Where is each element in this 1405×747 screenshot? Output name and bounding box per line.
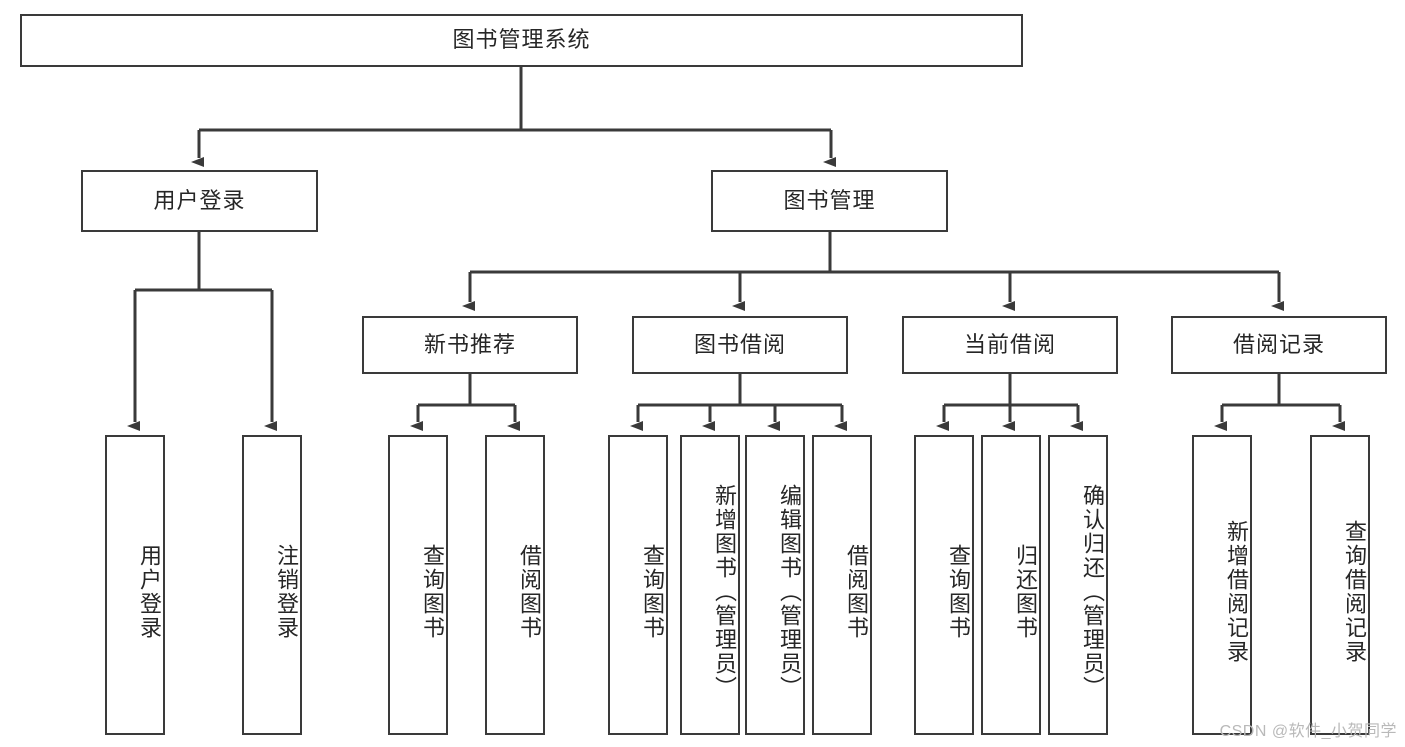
node-label: 图书借阅 [693,331,786,357]
node-book-management[interactable]: 图书管理 [711,170,948,232]
node-label: 借阅图书 [844,544,869,640]
node-user-login[interactable]: 用户登录 [81,170,318,232]
node-root-system[interactable]: 图书管理系统 [20,14,1023,67]
leaf-recommend-borrow-book[interactable]: 借阅图书 [485,435,545,735]
node-label: 新书推荐 [423,331,516,357]
node-label: 当前借阅 [963,331,1056,357]
node-label: 归还图书 [1013,544,1038,640]
node-label: 用户登录 [153,187,246,213]
node-label: 查询借阅记录 [1342,520,1367,664]
leaf-current-query-book[interactable]: 查询图书 [914,435,974,735]
node-current-borrow[interactable]: 当前借阅 [902,316,1118,374]
node-label: 借阅图书 [517,544,542,640]
node-label: 图书管理系统 [452,27,591,53]
node-label: 注销登录 [274,544,299,640]
node-label: 查询图书 [420,544,445,640]
csdn-watermark: CSDN @软件_小贺同学 [1219,723,1397,740]
node-label: 查询图书 [946,544,971,640]
node-label: 用户登录 [137,544,162,640]
node-label: 借阅记录 [1232,331,1325,357]
leaf-borrow-borrow-book[interactable]: 借阅图书 [812,435,872,735]
node-label: 确认归还（管理员） [1080,484,1105,700]
leaf-record-query-record[interactable]: 查询借阅记录 [1310,435,1370,735]
node-label: 查询图书 [640,544,665,640]
leaf-recommend-query-book[interactable]: 查询图书 [388,435,448,735]
node-label: 图书管理 [783,187,876,213]
leaf-record-add-record[interactable]: 新增借阅记录 [1192,435,1252,735]
node-book-borrow[interactable]: 图书借阅 [632,316,848,374]
node-label: 新增图书（管理员） [712,484,737,700]
leaf-user-login-login[interactable]: 用户登录 [105,435,165,735]
leaf-user-login-logout[interactable]: 注销登录 [242,435,302,735]
leaf-borrow-edit-book-admin[interactable]: 编辑图书（管理员） [745,435,805,735]
leaf-current-return-book[interactable]: 归还图书 [981,435,1041,735]
node-new-book-recommend[interactable]: 新书推荐 [362,316,578,374]
leaf-current-confirm-return-admin[interactable]: 确认归还（管理员） [1048,435,1108,735]
node-label: 新增借阅记录 [1224,520,1249,664]
node-label: 编辑图书（管理员） [777,484,802,700]
leaf-borrow-add-book-admin[interactable]: 新增图书（管理员） [680,435,740,735]
leaf-borrow-query-book[interactable]: 查询图书 [608,435,668,735]
node-borrow-record[interactable]: 借阅记录 [1171,316,1387,374]
